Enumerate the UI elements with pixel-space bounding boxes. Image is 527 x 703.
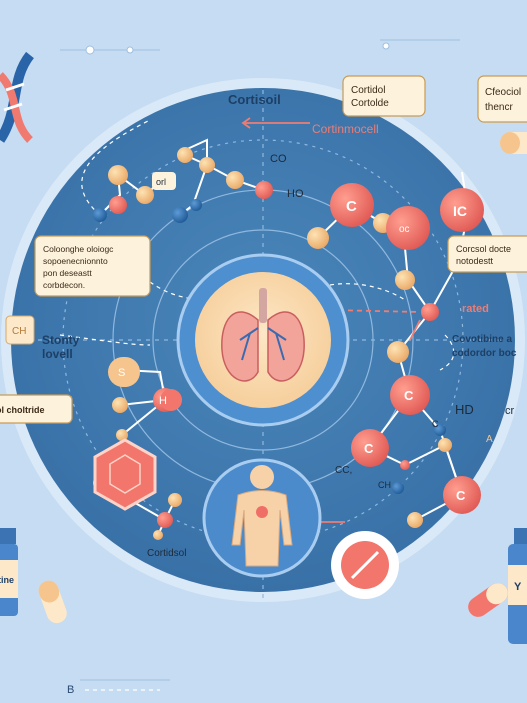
side-right-bottom: codordor boc: [452, 348, 517, 359]
label-orl: orl: [156, 177, 166, 187]
background-decor: [60, 39, 460, 681]
label-s: S: [118, 367, 125, 379]
box-left-line3: pon deseastt: [43, 268, 92, 278]
label-ic: IC: [453, 203, 467, 219]
label-h: H: [159, 395, 167, 407]
info-boxes: [0, 75, 527, 424]
side-right-top: Covotibine a: [452, 334, 512, 345]
box-top-center-line1: Cortidol: [351, 85, 385, 96]
side-ch: CH: [12, 326, 26, 337]
dna-icon: [0, 51, 35, 143]
label-cc: CC,: [335, 465, 352, 476]
text-labels: Cortisoil Cortinmocell CO HO orl oc C IC…: [0, 85, 522, 696]
bottle-left-label: tine: [0, 575, 14, 585]
capsule-icon: [38, 132, 527, 624]
box-bottom-left: ol choltride: [0, 405, 45, 415]
hexagon-molecule-icon: [93, 438, 157, 511]
label-ho: HO: [287, 188, 304, 200]
label-b: B: [67, 684, 74, 696]
label-c-big: C: [346, 198, 357, 215]
label-small-c: C: [432, 419, 439, 429]
label-co: CO: [270, 153, 287, 165]
lungs-icon: [176, 253, 350, 427]
side-left-top: Stonty: [42, 333, 80, 347]
label-ch-mol: CH: [378, 480, 391, 490]
bottle-right-label: Y: [514, 581, 522, 593]
box-right-line2: notodestt: [456, 256, 494, 266]
box-top-right-line2: thencr: [485, 102, 513, 113]
label-c-2: C: [364, 441, 374, 456]
atoms-coral: [109, 181, 484, 528]
box-top-right-line1: Cfeociol: [485, 87, 521, 98]
atoms-blue: [93, 199, 446, 494]
box-left-line1: Coloonghe oloiogc: [43, 244, 114, 254]
label-cr: cr: [505, 405, 515, 417]
diagram-subtitle: Cortinmocell: [312, 122, 379, 136]
label-cortisol-bottom: Cortidsol: [147, 548, 186, 559]
diagram-title: Cortisoil: [228, 92, 281, 107]
box-right-line1: Corcsol docte: [456, 244, 511, 254]
medicine-bottle-icon: [0, 528, 527, 644]
box-left-line4: corbdecon.: [43, 280, 85, 290]
label-hd: HD: [455, 402, 474, 417]
box-left-line2: sopoenecnionnto: [43, 256, 108, 266]
label-a: A: [486, 434, 493, 445]
label-c-3: C: [456, 488, 466, 503]
side-left-bottom: lovell: [42, 347, 73, 361]
box-top-center-line2: Cortolde: [351, 98, 389, 109]
label-c-1: C: [404, 388, 414, 403]
label-rated: rated: [462, 303, 489, 315]
human-body-icon: [202, 458, 322, 578]
pill-icon: [331, 531, 399, 599]
label-oc: oc: [399, 224, 410, 235]
